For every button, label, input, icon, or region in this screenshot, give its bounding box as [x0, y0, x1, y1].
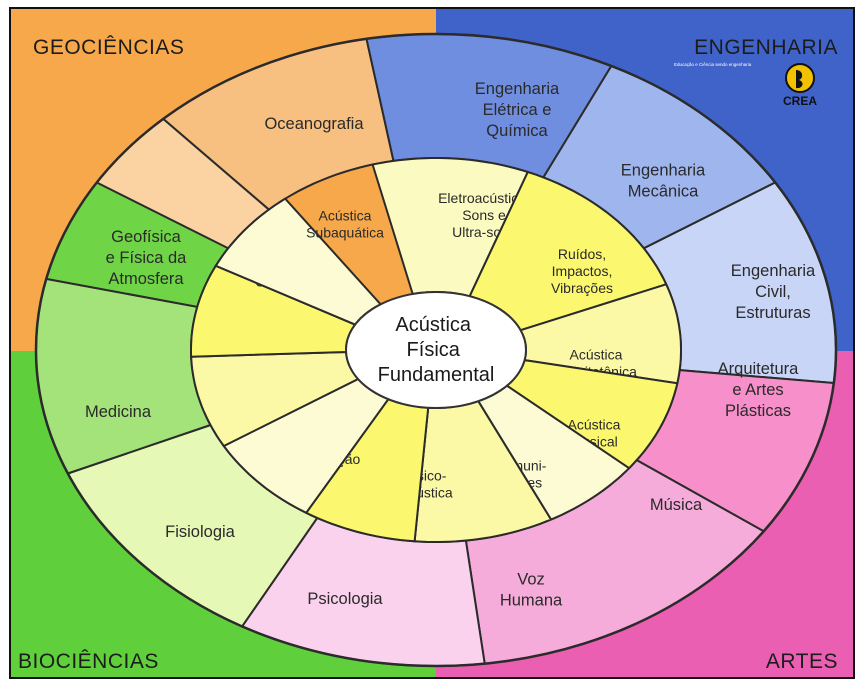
outer-segment-eng_mecanica-label-line: Mecânica	[628, 183, 699, 201]
middle-segment-ruidos-label: Ruídos,Impactos,Vibrações	[551, 246, 613, 296]
outer-segment-voz-label-line: Voz	[517, 571, 545, 589]
outer-segment-eng_civil-label-line: Estruturas	[735, 304, 810, 322]
outer-segment-eng_civil-label-line: Civil,	[755, 283, 791, 301]
outer-segment-oceanografia-label-line: Oceanografia	[264, 115, 364, 133]
outer-segment-oceanografia-label: Oceanografia	[264, 115, 364, 133]
center-label-line: Fundamental	[378, 364, 495, 386]
outer-segment-geofisica-label-line: Geofísica	[111, 228, 182, 246]
outer-segment-geofisica-label-line: Atmosfera	[108, 270, 184, 288]
center-label-line: Acústica	[395, 314, 471, 336]
outer-segment-geofisica-label: Geofísica e Física da Atmosfera	[106, 228, 188, 288]
middle-segment-arquitetonica-label-line: Acústica	[570, 347, 623, 363]
outer-segment-voz-label-line: Humana	[500, 592, 563, 610]
diagram-frame	[9, 7, 855, 679]
center-label: Acústica Física Fundamental	[378, 314, 495, 386]
center-circle	[345, 291, 527, 409]
outer-segment-eng_eletrica-label-line: Química	[486, 122, 548, 140]
outer-segment-eng_eletrica-label-line: Elétrica e	[483, 101, 552, 119]
outer-segment-arquitetura-label-line: Plásticas	[725, 402, 791, 420]
outer-segment-geofisica-label-line: e Física da	[106, 249, 188, 267]
engenharia-label: ENGENHARIA	[694, 36, 838, 59]
middle-segment-musical-label-line: Acústica	[568, 417, 621, 433]
outer-segment-medicina-label-line: Medicina	[85, 403, 152, 421]
outer-segment-medicina-label: Medicina	[85, 403, 152, 421]
outer-segment-psicologia-label-line: Psicologia	[307, 590, 383, 608]
middle-segment-subaquatica-label-line: Subaquática	[306, 225, 384, 241]
crea-logo: Educação e Ciência sendo engenharia CREA	[674, 62, 817, 108]
middle-segment-eletroacustica-label-line: Sons e	[462, 207, 506, 223]
outer-segment-musica-label: Música	[650, 496, 703, 514]
artes-label: ARTES	[766, 650, 838, 673]
outer-segment-arquitetura-label-line: e Artes	[732, 381, 783, 399]
middle-segment-ruidos-label-line: Ruídos,	[558, 246, 606, 262]
middle-segment-ruidos-label-line: Vibrações	[551, 280, 613, 296]
middle-segment-ruidos-label-line: Impactos,	[552, 263, 613, 279]
outer-segment-arquitetura-label-line: Arquitetura	[718, 360, 800, 378]
biociencias-label: BIOCIÊNCIAS	[18, 650, 159, 673]
crea-emblem-figure-icon	[796, 70, 803, 89]
middle-segment-subaquatica-label-line: Acústica	[319, 208, 372, 224]
geociencias-label: GEOCIÊNCIAS	[33, 36, 184, 59]
middle-segment-eletroacustica-label-line: Eletroacústica,	[438, 190, 530, 206]
outer-segment-fisiologia-label-line: Fisiologia	[165, 523, 236, 541]
logo-subtitle: Educação e Ciência sendo engenharia	[674, 62, 752, 67]
outer-segment-musica-label-line: Música	[650, 496, 703, 514]
crea-logo-text: CREA	[783, 94, 817, 108]
outer-segment-eng_mecanica-label-line: Engenharia	[621, 162, 706, 180]
outer-segment-eng_eletrica-label-line: Engenharia	[475, 80, 560, 98]
outer-segment-psicologia-label: Psicologia	[307, 590, 383, 608]
outer-ellipse-outline	[34, 32, 838, 668]
outer-segment-fisiologia-label: Fisiologia	[165, 523, 236, 541]
outer-segment-eng_civil-label-line: Engenharia	[731, 262, 816, 280]
center-label-line: Física	[407, 339, 461, 361]
